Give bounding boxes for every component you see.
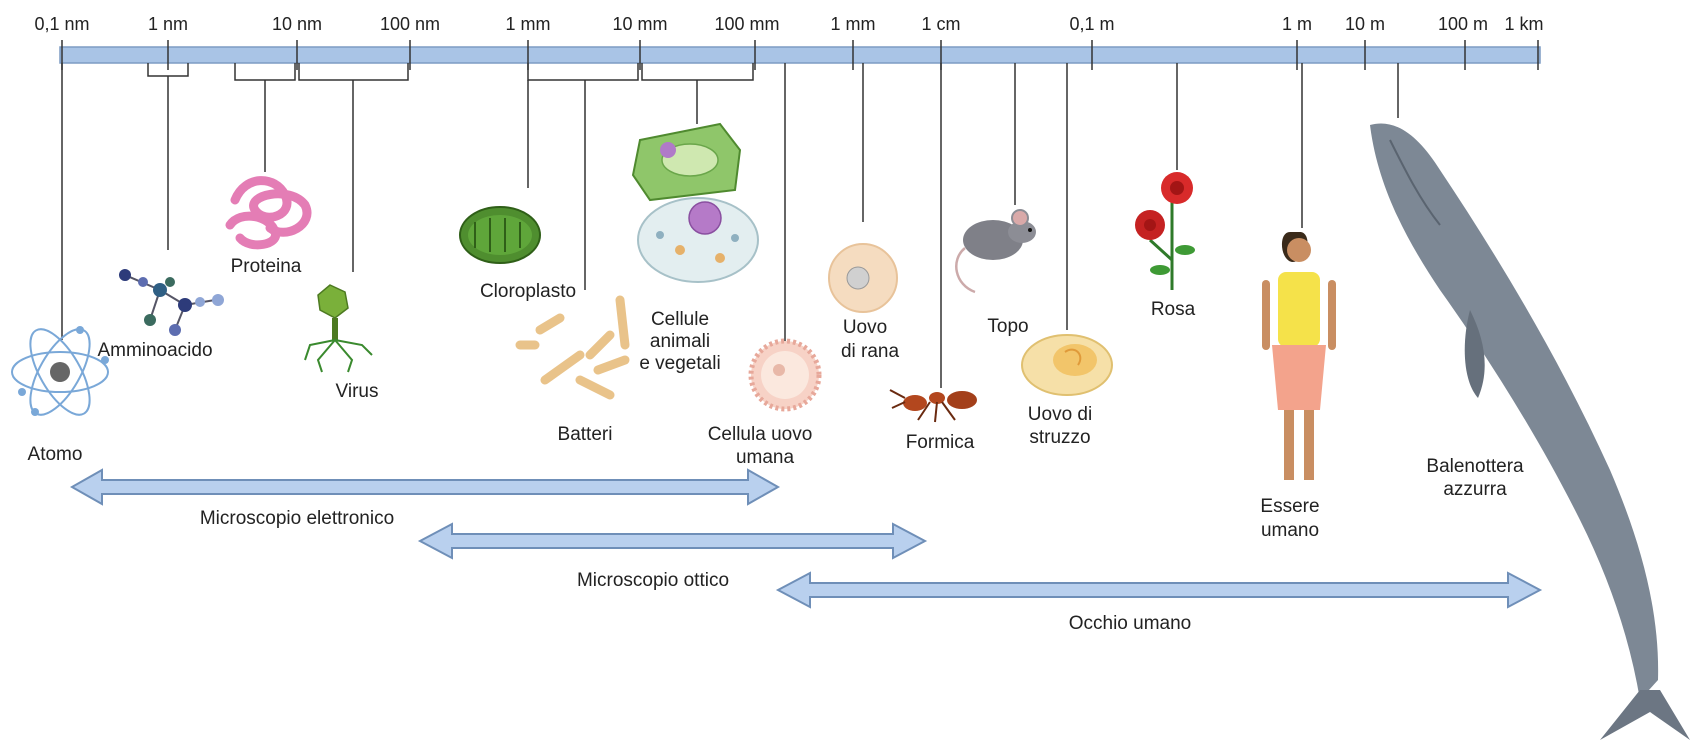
tick-label-13: 1 km [1504, 14, 1543, 34]
label-microscopio-elettronico: Microscopio elettronico [200, 508, 394, 529]
animal-cell-icon [638, 198, 758, 282]
range-arrow-occhio [778, 573, 1540, 607]
label-cellule-3: e vegetali [639, 353, 720, 374]
scale-bar [60, 47, 1540, 63]
label-balenottera-2: azzurra [1443, 479, 1507, 500]
tick-label-8: 1 cm [921, 14, 960, 34]
label-rosa: Rosa [1151, 299, 1196, 320]
tick-label-7: 1 mm [831, 14, 876, 34]
range-arrow-ottico [420, 524, 925, 558]
range-brackets [148, 63, 753, 80]
tick-label-5: 10 mm [612, 14, 667, 34]
tick-label-3: 100 nm [380, 14, 440, 34]
tick-label-1: 1 nm [148, 14, 188, 34]
label-cellula-uovo-2: umana [736, 447, 795, 468]
chloroplast-icon [460, 207, 540, 263]
label-formica: Formica [906, 432, 975, 453]
tick-label-9: 0,1 m [1069, 14, 1114, 34]
label-virus: Virus [336, 381, 379, 402]
label-microscopio-ottico: Microscopio ottico [577, 570, 729, 591]
tick-label-12: 100 m [1438, 14, 1488, 34]
label-atomo: Atomo [28, 444, 83, 465]
frog-egg-icon [829, 244, 897, 312]
label-essere-umano-1: Essere [1260, 496, 1319, 517]
label-cellule-2: animali [650, 331, 710, 352]
virus-icon [305, 285, 372, 372]
tick-label-10: 1 m [1282, 14, 1312, 34]
label-uovo-struzzo-1: Uovo di [1028, 404, 1092, 425]
human-icon [1262, 232, 1336, 480]
ostrich-egg-icon [1022, 335, 1112, 395]
label-cellule-1: Cellule [651, 309, 709, 330]
tick-label-2: 10 nm [272, 14, 322, 34]
label-essere-umano-2: umano [1261, 520, 1319, 541]
blue-whale-icon [1370, 123, 1690, 740]
label-proteina: Proteina [231, 256, 302, 277]
mouse-icon [956, 210, 1036, 292]
tick-label-4: 1 mm [506, 14, 551, 34]
label-occhio-umano: Occhio umano [1069, 613, 1192, 634]
label-uovo-rana-2: di rana [841, 341, 900, 362]
human-egg-cell-icon [751, 341, 819, 409]
label-amminoacido: Amminoacido [97, 340, 212, 361]
protein-icon [230, 181, 307, 245]
label-balenottera-1: Balenottera [1426, 456, 1524, 477]
plant-cell-icon [633, 124, 740, 200]
tick-label-6: 100 mm [714, 14, 779, 34]
bacteria-icon [520, 300, 625, 395]
label-uovo-struzzo-2: struzzo [1029, 427, 1090, 448]
tick-label-11: 10 m [1345, 14, 1385, 34]
ant-icon [890, 390, 977, 422]
amino-acid-icon [119, 269, 224, 336]
label-batteri: Batteri [558, 424, 613, 445]
label-cloroplasto: Cloroplasto [480, 281, 576, 302]
range-arrow-elettronico [72, 470, 778, 504]
atom-icon [12, 320, 109, 423]
label-topo: Topo [987, 316, 1028, 337]
rose-icon [1135, 172, 1195, 290]
tick-label-0: 0,1 nm [34, 14, 89, 34]
label-cellula-uovo-1: Cellula uovo [708, 424, 813, 445]
label-uovo-rana-1: Uovo [843, 317, 887, 338]
